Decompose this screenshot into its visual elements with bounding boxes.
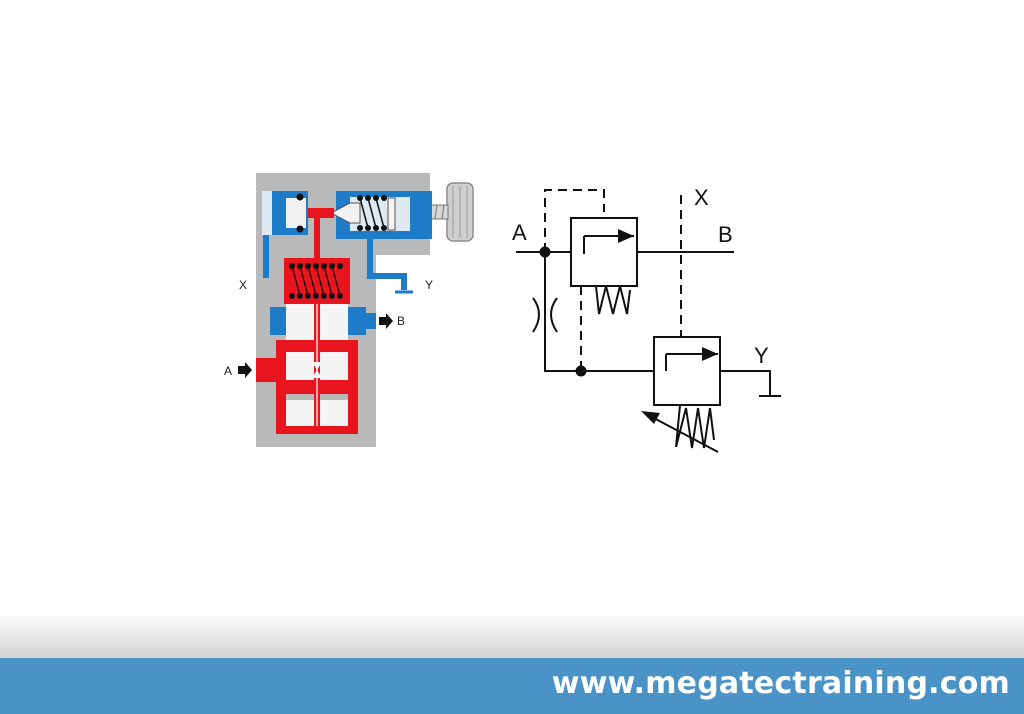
symbol-label-a: A bbox=[512, 220, 527, 245]
adjust-arrow bbox=[649, 415, 719, 453]
port-b-arrow bbox=[379, 313, 393, 329]
pilot-poppet bbox=[329, 202, 361, 224]
pilot-valve-box bbox=[653, 336, 721, 406]
symbol-label-b: B bbox=[718, 222, 733, 247]
cutaway-label-a: A bbox=[224, 364, 232, 378]
drain-line-y bbox=[367, 239, 407, 290]
port-a-arrow bbox=[238, 362, 252, 378]
junction-node-lower bbox=[575, 365, 587, 377]
port-b-passage bbox=[270, 307, 286, 335]
junction-node-a bbox=[539, 246, 551, 258]
symbol-label-y: Y bbox=[754, 343, 769, 368]
drain-line-symbol bbox=[720, 370, 771, 396]
main-valve-box bbox=[570, 217, 638, 287]
hydraulic-symbol bbox=[516, 189, 781, 453]
valve-cutaway: X Y A B bbox=[224, 173, 474, 447]
pilot-dashed-top bbox=[544, 189, 605, 252]
footer-shadow bbox=[0, 612, 1024, 658]
orifice-line bbox=[544, 252, 654, 372]
pilot-spring-symbol bbox=[675, 404, 715, 449]
cutaway-label-x: X bbox=[239, 278, 247, 292]
main-spring-symbol bbox=[595, 285, 631, 315]
orifice-symbol bbox=[532, 297, 540, 333]
symbol-label-x: X bbox=[694, 185, 709, 210]
cutaway-label-y: Y bbox=[425, 278, 433, 292]
cutaway-label-b: B bbox=[397, 314, 405, 328]
footer-website-link[interactable]: www.megatectraining.com bbox=[551, 666, 1010, 701]
footer-bar: www.megatectraining.com bbox=[0, 658, 1024, 714]
